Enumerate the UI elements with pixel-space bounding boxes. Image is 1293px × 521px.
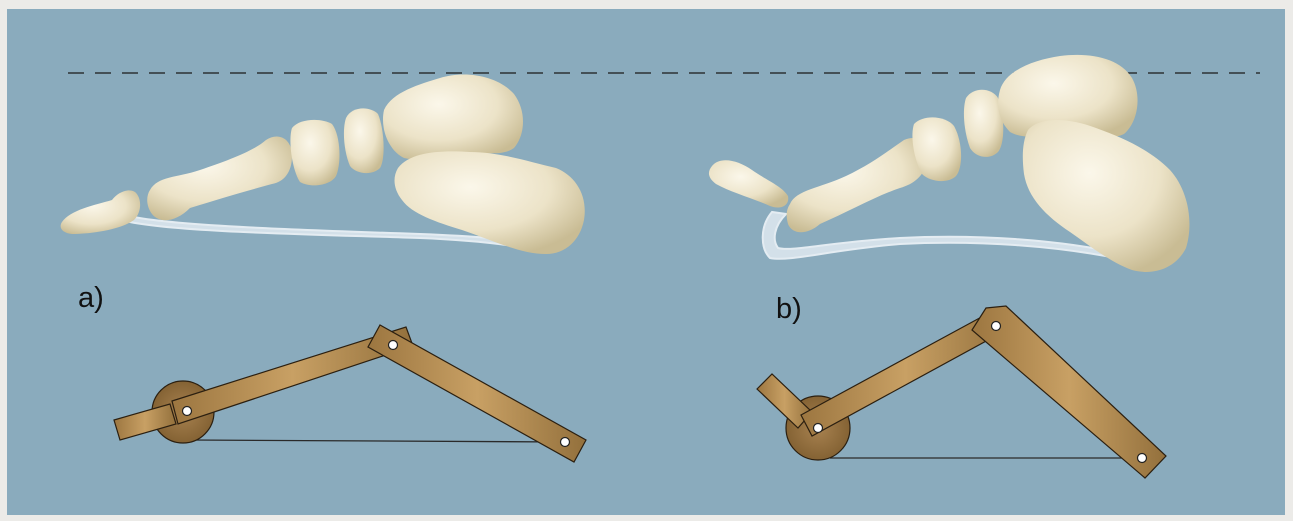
label-b: b) [776,293,802,325]
mechanism-a-tie-line [190,440,565,442]
foot-b-distal-phalanx [709,160,788,207]
label-a: a) [78,282,104,314]
foot-a-distal-phalanx [61,190,141,234]
mechanism-b [757,306,1166,478]
mechanism-a [114,325,586,462]
foot-a-talus [383,75,523,160]
mechanism-b-pin-right [1138,454,1147,463]
foot-b-cuneiform [964,90,1003,157]
foot-b-calcaneus [1023,120,1190,272]
foot-b-proximal-phalanx [787,138,929,232]
mechanism-b-pin-left [814,424,823,433]
mechanism-a-pin-top [389,341,398,350]
mechanism-b-bar-right [972,306,1166,478]
foot-b-illustration [709,55,1190,272]
mechanism-a-pin-right [561,438,570,447]
foot-a-cuneiform [344,108,384,173]
foot-a-proximal-phalanx [147,137,292,221]
foot-a-illustration [61,75,585,254]
mechanism-b-pin-top [992,322,1001,331]
mechanism-a-pin-left [183,407,192,416]
foot-a-metatarsal-1 [290,120,339,185]
